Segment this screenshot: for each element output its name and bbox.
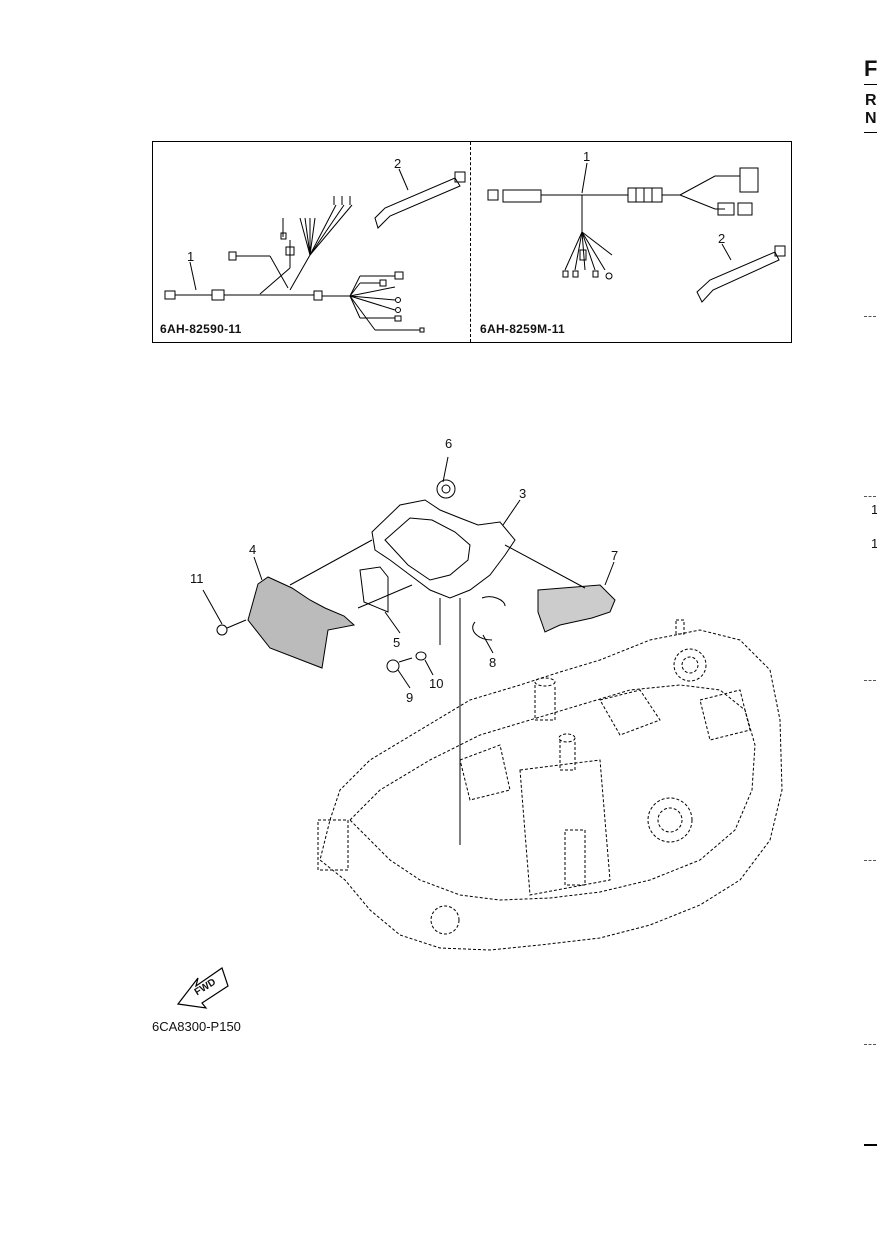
edge-rule-2 <box>864 132 877 133</box>
edge-letter-r: R <box>865 92 877 109</box>
edge-dash-2 <box>864 496 876 497</box>
kit-left-callout-2: 2 <box>394 156 402 171</box>
edge-number-b: 1 <box>871 536 877 551</box>
callout-5: 5 <box>393 635 401 650</box>
edge-rule <box>864 84 877 85</box>
left-cable-tie <box>374 168 466 229</box>
callout-10: 10 <box>429 676 444 691</box>
edge-letter-n: N <box>865 110 877 127</box>
kit-right-callout-1: 1 <box>583 149 591 164</box>
callout-9: 9 <box>406 690 414 705</box>
edge-rule-3 <box>864 1144 877 1146</box>
edge-dash-4 <box>864 860 876 861</box>
figure-code: 6CA8300-P150 <box>152 1019 241 1034</box>
left-wire-harness <box>164 196 425 333</box>
edge-number-a: 1 <box>871 502 877 517</box>
callout-3: 3 <box>519 486 527 501</box>
callout-7: 7 <box>611 548 619 563</box>
edge-letter-f: F <box>864 56 877 81</box>
kit-left-part-code: 6AH-82590-11 <box>160 322 242 336</box>
bracket-assembly <box>202 456 616 845</box>
edge-dash-3 <box>864 680 876 681</box>
kit-divider <box>470 142 471 342</box>
edge-dash-1 <box>864 316 876 317</box>
edge-dash-5 <box>864 1044 876 1045</box>
fwd-arrow-icon <box>176 967 229 1009</box>
callout-8: 8 <box>489 655 497 670</box>
callout-4: 4 <box>249 542 257 557</box>
right-wire-harness <box>487 162 759 280</box>
wire-harness-kit-box <box>152 141 792 343</box>
callout-11: 11 <box>190 571 204 586</box>
right-cable-tie <box>696 243 786 303</box>
engine-block <box>317 619 783 951</box>
kit-left-callout-1: 1 <box>187 249 195 264</box>
kit-right-callout-2: 2 <box>718 231 726 246</box>
callout-6: 6 <box>445 436 453 451</box>
kit-right-part-code: 6AH-8259M-11 <box>480 322 565 336</box>
